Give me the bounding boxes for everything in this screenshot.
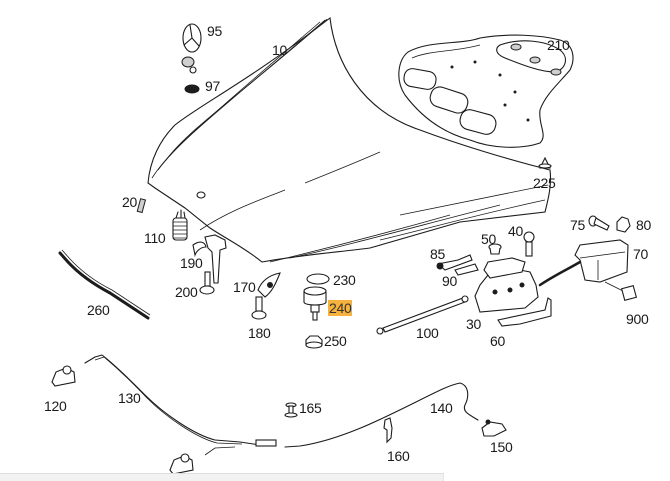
lever-part-150[interactable] [481,419,507,437]
bracket-part-85[interactable] [436,254,473,271]
label-900[interactable]: 900 [626,311,649,327]
cable-connector [255,439,277,447]
bottom-overlay-bar [0,473,444,481]
bracket-part-160[interactable] [383,417,393,444]
connector-part-900[interactable] [604,281,638,302]
nut-part-80[interactable] [616,216,631,233]
buffer-part-20[interactable] [136,198,147,214]
label-50[interactable]: 50 [481,231,496,247]
label-75[interactable]: 75 [570,217,585,233]
bracket-part-90[interactable] [454,263,479,276]
label-165[interactable]: 165 [299,400,322,416]
label-130[interactable]: 130 [118,390,141,406]
bolt-part-180[interactable] [251,296,267,320]
label-95[interactable]: 95 [207,23,222,39]
label-200[interactable]: 200 [175,284,198,300]
label-110[interactable]: 110 [144,230,166,246]
hood-part[interactable] [147,16,552,263]
label-90[interactable]: 90 [442,273,457,289]
ring-part-230[interactable] [306,273,330,285]
bolt-part-200[interactable] [199,271,215,295]
spring-buffer-part-110[interactable] [172,209,188,241]
label-85[interactable]: 85 [430,246,445,262]
rubber-buffer-part-240[interactable] [303,286,327,321]
star-emblem-part[interactable] [181,23,202,74]
label-140[interactable]: 140 [430,400,453,416]
insulation-mat-part[interactable] [398,34,574,148]
lock-part-30[interactable] [474,257,539,313]
release-handle-part-lower[interactable] [169,453,194,475]
bolt-part-75[interactable] [588,215,610,231]
label-170[interactable]: 170 [233,279,256,295]
release-cable-part-130[interactable] [84,354,261,446]
hinge-part-190[interactable] [192,234,227,284]
label-40[interactable]: 40 [508,223,523,239]
gas-strut-part-100[interactable] [376,295,469,335]
label-210[interactable]: 210 [547,37,570,53]
label-160[interactable]: 160 [387,448,410,464]
label-120[interactable]: 120 [44,398,67,414]
label-150[interactable]: 150 [490,439,513,455]
label-190[interactable]: 190 [180,255,203,271]
label-60[interactable]: 60 [490,333,505,349]
label-30[interactable]: 30 [466,316,481,332]
label-80[interactable]: 80 [636,217,651,233]
actuator-part-70[interactable] [574,239,629,283]
label-180[interactable]: 180 [248,325,271,341]
release-cable-part-140[interactable] [284,382,479,448]
label-100[interactable]: 100 [416,325,439,341]
seal-part-97[interactable] [184,84,200,94]
label-250[interactable]: 250 [324,333,347,349]
label-225[interactable]: 225 [533,175,556,191]
handle-part-60[interactable] [497,297,552,327]
release-handle-part-120[interactable] [51,365,76,387]
nut-part-250[interactable] [305,335,323,349]
pin-part-165[interactable] [284,402,298,418]
seal-strip-part-260[interactable] [58,251,150,320]
label-97[interactable]: 97 [205,78,220,94]
label-70[interactable]: 70 [633,246,648,262]
label-10[interactable]: 10 [272,42,287,58]
grommet-part-50[interactable] [488,243,502,255]
label-260[interactable]: 260 [87,302,110,318]
plate-part-170[interactable] [257,272,281,298]
label-240-highlighted[interactable]: 240 [328,300,353,316]
label-230[interactable]: 230 [333,272,356,288]
bolt-part-40[interactable] [523,231,535,257]
clip-part-225[interactable] [538,156,552,169]
label-20[interactable]: 20 [122,194,137,210]
